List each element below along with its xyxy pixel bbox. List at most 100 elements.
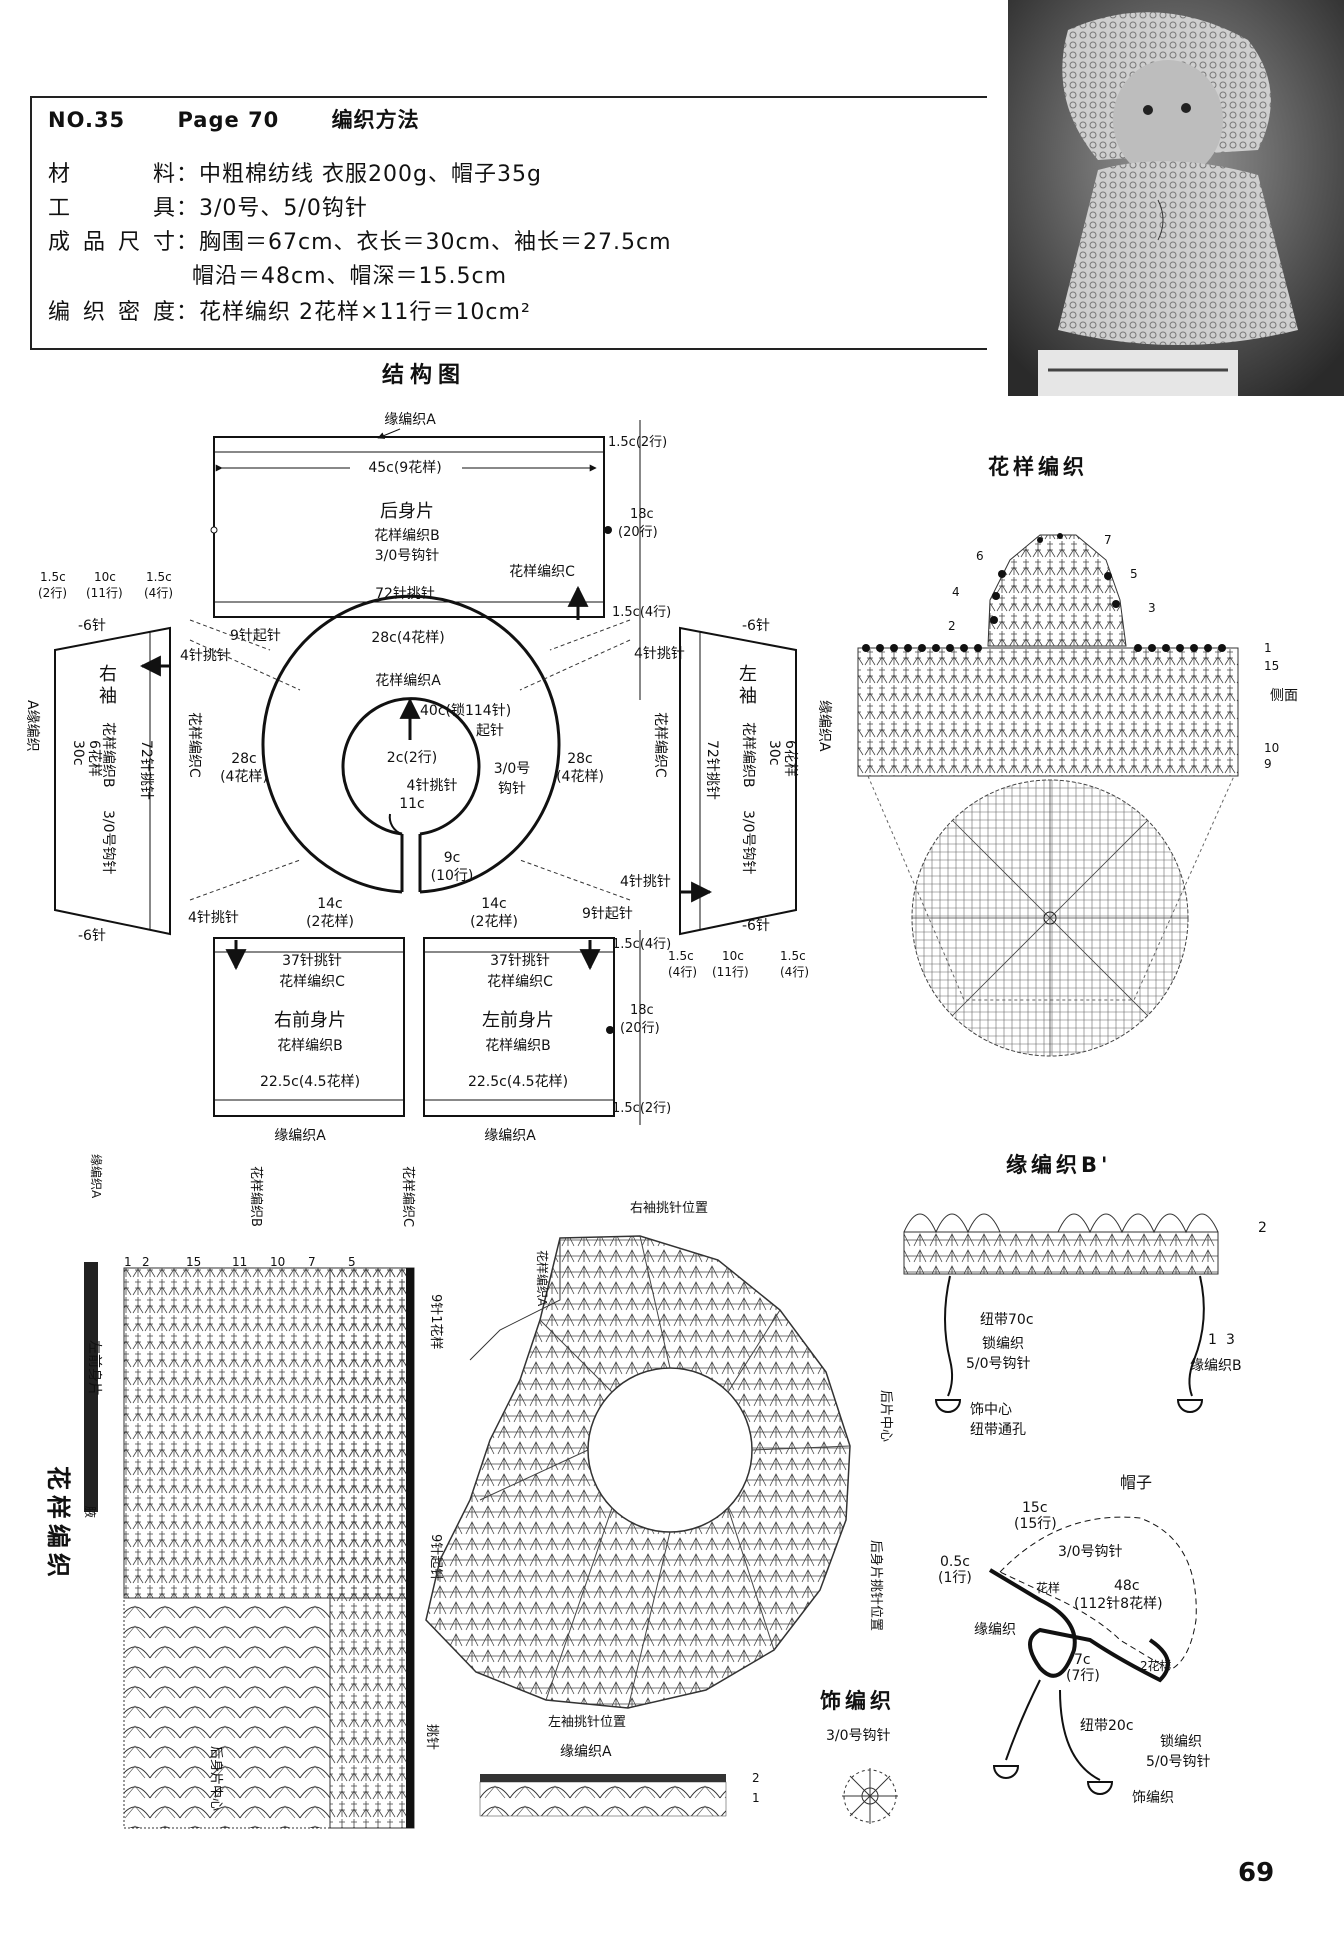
svg-text:腋: 腋 (83, 1506, 98, 1518)
svg-text:缘编织B: 缘编织B (1190, 1358, 1242, 1374)
svg-text:45c(9花样): 45c(9花样) (368, 460, 441, 476)
svg-text:2: 2 (1258, 1220, 1267, 1236)
svg-text:3/0号钩针: 3/0号钩针 (740, 810, 756, 875)
svg-text:4针挑针: 4针挑针 (634, 646, 685, 662)
bottom-body-chart: 缘编织A 花样编织B 花样编织C 左前身片 9针1花样 9针起针 挑针 后身片中… (83, 1154, 444, 1829)
svg-text:28c(4花样): 28c(4花样) (371, 630, 444, 646)
svg-text:1.5c(2行): 1.5c(2行) (608, 435, 667, 450)
svg-text:缘编织A: 缘编织A (484, 1128, 536, 1144)
svg-text:花样编织C: 花样编织C (509, 564, 575, 580)
svg-text:花样编织B: 花样编织B (277, 1038, 343, 1054)
right-front-piece: 37针挑针 花样编织C 右前身片 花样编织B 22.5c(4.5花样) 缘编织A (213, 937, 405, 1144)
svg-text:5: 5 (1130, 567, 1138, 581)
svg-text:1.5c(2行): 1.5c(2行) (612, 1101, 671, 1116)
left-sleeve: 左 袖 花样编织B 3/0号钩针 30c 6花样 72针挑针 花样编织C 缘编织… (620, 618, 832, 979)
pattern-number: NO.35 (48, 108, 126, 132)
svg-text:后片中心: 后片中心 (878, 1390, 893, 1442)
svg-text:5: 5 (348, 1255, 356, 1269)
page-number: 69 (1238, 1858, 1275, 1888)
ornament-title: 饰编织 (820, 1689, 895, 1713)
svg-text:14c: 14c (481, 896, 507, 912)
svg-text:左前身片: 左前身片 (482, 1010, 554, 1031)
yoke-piece: 28c(4花样) 花样编织A 40c(锁114针) 起针 2c(2行) 4针挑针… (189, 594, 633, 930)
svg-text:右前身片: 右前身片 (274, 1010, 346, 1031)
svg-text:锁编织: 锁编织 (1160, 1734, 1202, 1750)
svg-text:11c: 11c (399, 796, 425, 812)
svg-text:72针挑针: 72针挑针 (138, 740, 154, 800)
svg-text:15: 15 (186, 1255, 201, 1269)
hat-diagram: 15c (15行) 3/0号钩针 0.5c (1行) 48c (112针8花样)… (938, 1500, 1211, 1806)
edging-a-title: 缘编织A (560, 1744, 612, 1760)
svg-text:袖: 袖 (739, 686, 757, 707)
page-ref: Page 70 (177, 108, 280, 132)
svg-text:饰编织: 饰编织 (1132, 1790, 1174, 1806)
pattern-top-chart: 侧面 1 15 10 9 2 3 4 5 6 7 (857, 533, 1298, 1057)
svg-text:2: 2 (948, 619, 956, 633)
svg-text:37针挑针: 37针挑针 (490, 953, 550, 969)
svg-text:-6针: -6针 (78, 928, 106, 944)
svg-text:花样编织C: 花样编织C (279, 974, 345, 990)
svg-text:3/0号钩针: 3/0号钩针 (100, 810, 116, 875)
svg-text:2: 2 (752, 1771, 760, 1785)
svg-text:(11行): (11行) (86, 586, 123, 600)
svg-text:10: 10 (270, 1255, 285, 1269)
svg-text:挑针: 挑针 (424, 1724, 439, 1750)
svg-text:30c: 30c (766, 740, 782, 766)
info-row-gauge: 编织密度：花样编织 2花样×11行＝10cm² (48, 300, 531, 325)
svg-text:6: 6 (976, 549, 984, 563)
svg-text:锁编织: 锁编织 (982, 1336, 1024, 1352)
svg-text:1.5c(4行): 1.5c(4行) (612, 937, 671, 952)
svg-text:5/0号钩针: 5/0号钩针 (1146, 1754, 1211, 1770)
svg-text:钩针: 钩针 (498, 781, 526, 797)
svg-text:(4行): (4行) (668, 965, 697, 979)
svg-text:5/0号钩针: 5/0号钩针 (966, 1356, 1031, 1372)
svg-text:花样编织C: 花样编织C (400, 1166, 416, 1227)
svg-text:(20行): (20行) (618, 525, 658, 540)
back-piece: 缘编织A 45c(9花样) 后身片 花样编织B 3/0号钩针 72针挑针 花样编… (210, 412, 671, 700)
svg-text:花样编织C: 花样编织C (186, 712, 202, 778)
svg-text:1.5c: 1.5c (146, 570, 172, 584)
info-row-material: 材 料：中粗棉纺线 衣服200g、帽子35g (48, 162, 542, 187)
svg-text:7c: 7c (1074, 1652, 1091, 1668)
svg-text:6花样: 6花样 (782, 740, 798, 777)
svg-text:1.5c(4行): 1.5c(4行) (612, 605, 671, 620)
edging-b-title: 缘编织B' (1006, 1153, 1111, 1177)
svg-text:-6针: -6针 (742, 618, 770, 634)
header: NO.35 Page 70 编织方法 (48, 104, 464, 134)
svg-text:(4花样): (4花样) (220, 769, 268, 785)
svg-text:14c: 14c (317, 896, 343, 912)
right-sleeve: 右 袖 花样编织B 3/0号钩针 30c 6花样 72针挑针 花样编织C A缘编… (24, 570, 239, 944)
hat-title: 帽子 (1120, 1473, 1152, 1492)
svg-text:(7行): (7行) (1066, 1668, 1100, 1684)
svg-text:花样编织C: 花样编织C (487, 974, 553, 990)
svg-text:3/0号钩针: 3/0号钩针 (1058, 1544, 1123, 1560)
svg-text:3: 3 (1148, 601, 1156, 615)
bottom-title: 花样编织 (44, 1466, 72, 1582)
svg-text:左前身片: 左前身片 (86, 1340, 103, 1396)
svg-text:9针起针: 9针起针 (582, 906, 633, 922)
svg-text:缘编织A: 缘编织A (89, 1154, 104, 1199)
svg-text:4针挑针: 4针挑针 (620, 874, 671, 890)
svg-text:2花样: 2花样 (1140, 1658, 1172, 1673)
svg-text:左袖挑针位置: 左袖挑针位置 (548, 1715, 626, 1730)
svg-text:1: 1 (752, 1791, 760, 1805)
svg-text:37针挑针: 37针挑针 (282, 953, 342, 969)
svg-text:侧面: 侧面 (1270, 688, 1298, 704)
svg-text:18c: 18c (630, 1003, 654, 1018)
svg-text:纽带通孔: 纽带通孔 (970, 1422, 1026, 1438)
svg-text:(2行): (2行) (38, 586, 67, 600)
svg-text:3/0号钩针: 3/0号钩针 (375, 548, 440, 564)
svg-text:起针: 起针 (476, 723, 504, 739)
svg-text:(1行): (1行) (938, 1570, 972, 1586)
info-row-size: 成品尺寸：胸围＝67cm、衣长＝30cm、袖长＝27.5cm (48, 230, 672, 255)
svg-text:花样编织B: 花样编织B (100, 722, 116, 788)
edging-b-chart: 纽带70c 锁编织 5/0号钩针 饰中心 纽带通孔 缘编织B 2 1 3 (903, 1213, 1267, 1438)
svg-text:1: 1 (124, 1255, 132, 1269)
svg-text:72针挑针: 72针挑针 (704, 740, 720, 800)
svg-text:右袖挑针位置: 右袖挑针位置 (630, 1201, 708, 1216)
svg-text:花样编织B: 花样编织B (248, 1166, 264, 1227)
svg-text:9针1花样: 9针1花样 (428, 1294, 444, 1350)
svg-text:(4行): (4行) (144, 586, 173, 600)
header-title: 编织方法 (331, 108, 420, 132)
